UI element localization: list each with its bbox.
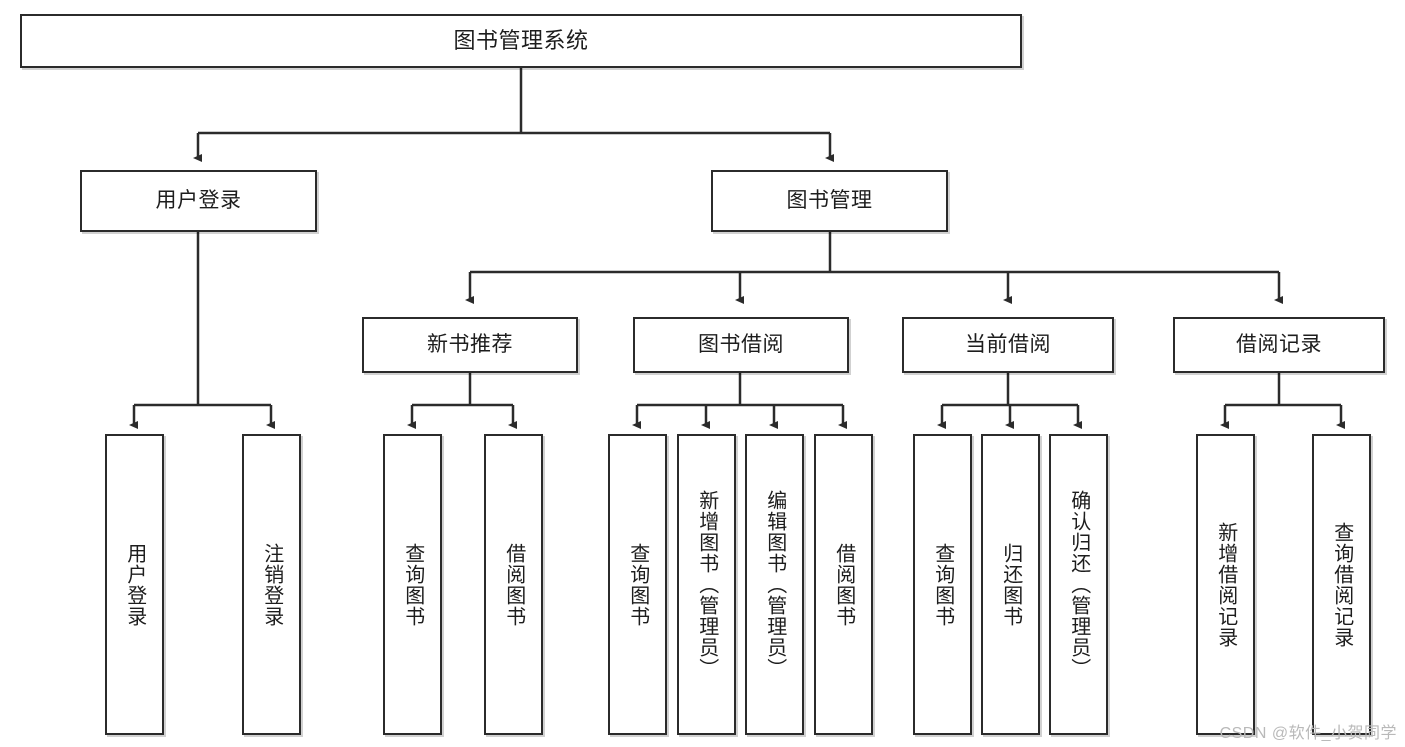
leaf-borrow-record-query[interactable]: 查询借阅记录 — [1312, 434, 1371, 735]
leaf-borrow-record-add[interactable]: 新增借阅记录 — [1196, 434, 1255, 735]
node-label: 新书推荐 — [427, 332, 513, 356]
node-label: 借阅图书 — [832, 542, 855, 627]
watermark-text: CSDN @软件_小贺同学 — [1219, 725, 1397, 742]
leaf-current-borrow-confirm-return[interactable]: 确认归还（管理员） — [1049, 434, 1108, 735]
node-label: 编辑图书（管理员） — [763, 490, 786, 679]
node-label: 新增借阅记录 — [1214, 521, 1237, 648]
node-label: 查询图书 — [626, 542, 649, 627]
node-borrow-record[interactable]: 借阅记录 — [1173, 317, 1385, 373]
node-book-borrow[interactable]: 图书借阅 — [633, 317, 849, 373]
node-user-login[interactable]: 用户登录 — [80, 170, 317, 232]
leaf-new-book-borrow[interactable]: 借阅图书 — [484, 434, 543, 735]
node-label: 图书管理 — [786, 188, 873, 212]
node-root-system[interactable]: 图书管理系统 — [20, 14, 1022, 68]
leaf-current-borrow-query[interactable]: 查询图书 — [913, 434, 972, 735]
node-label: 确认归还（管理员） — [1067, 490, 1090, 679]
leaf-new-book-query[interactable]: 查询图书 — [383, 434, 442, 735]
node-label: 用户登录 — [123, 542, 146, 627]
node-label: 当前借阅 — [965, 332, 1051, 356]
node-current-borrow[interactable]: 当前借阅 — [902, 317, 1114, 373]
leaf-current-borrow-return[interactable]: 归还图书 — [981, 434, 1040, 735]
node-new-book-recommend[interactable]: 新书推荐 — [362, 317, 578, 373]
node-label: 查询图书 — [401, 542, 424, 627]
leaf-book-borrow-add[interactable]: 新增图书（管理员） — [677, 434, 736, 735]
node-label: 借阅记录 — [1236, 332, 1322, 356]
node-label: 新增图书（管理员） — [695, 490, 718, 679]
leaf-book-borrow-query[interactable]: 查询图书 — [608, 434, 667, 735]
node-label: 用户登录 — [155, 188, 242, 212]
leaf-user-login-login[interactable]: 用户登录 — [105, 434, 164, 735]
leaf-book-borrow-borrow[interactable]: 借阅图书 — [814, 434, 873, 735]
leaf-user-login-logout[interactable]: 注销登录 — [242, 434, 301, 735]
node-label: 查询图书 — [931, 542, 954, 627]
node-label: 图书借阅 — [698, 332, 784, 356]
node-label: 图书管理系统 — [453, 28, 589, 54]
node-label: 借阅图书 — [502, 542, 525, 627]
leaf-book-borrow-edit[interactable]: 编辑图书（管理员） — [745, 434, 804, 735]
node-label: 注销登录 — [260, 542, 283, 627]
node-label: 查询借阅记录 — [1330, 521, 1353, 648]
node-label: 归还图书 — [999, 542, 1022, 627]
node-book-management[interactable]: 图书管理 — [711, 170, 948, 232]
